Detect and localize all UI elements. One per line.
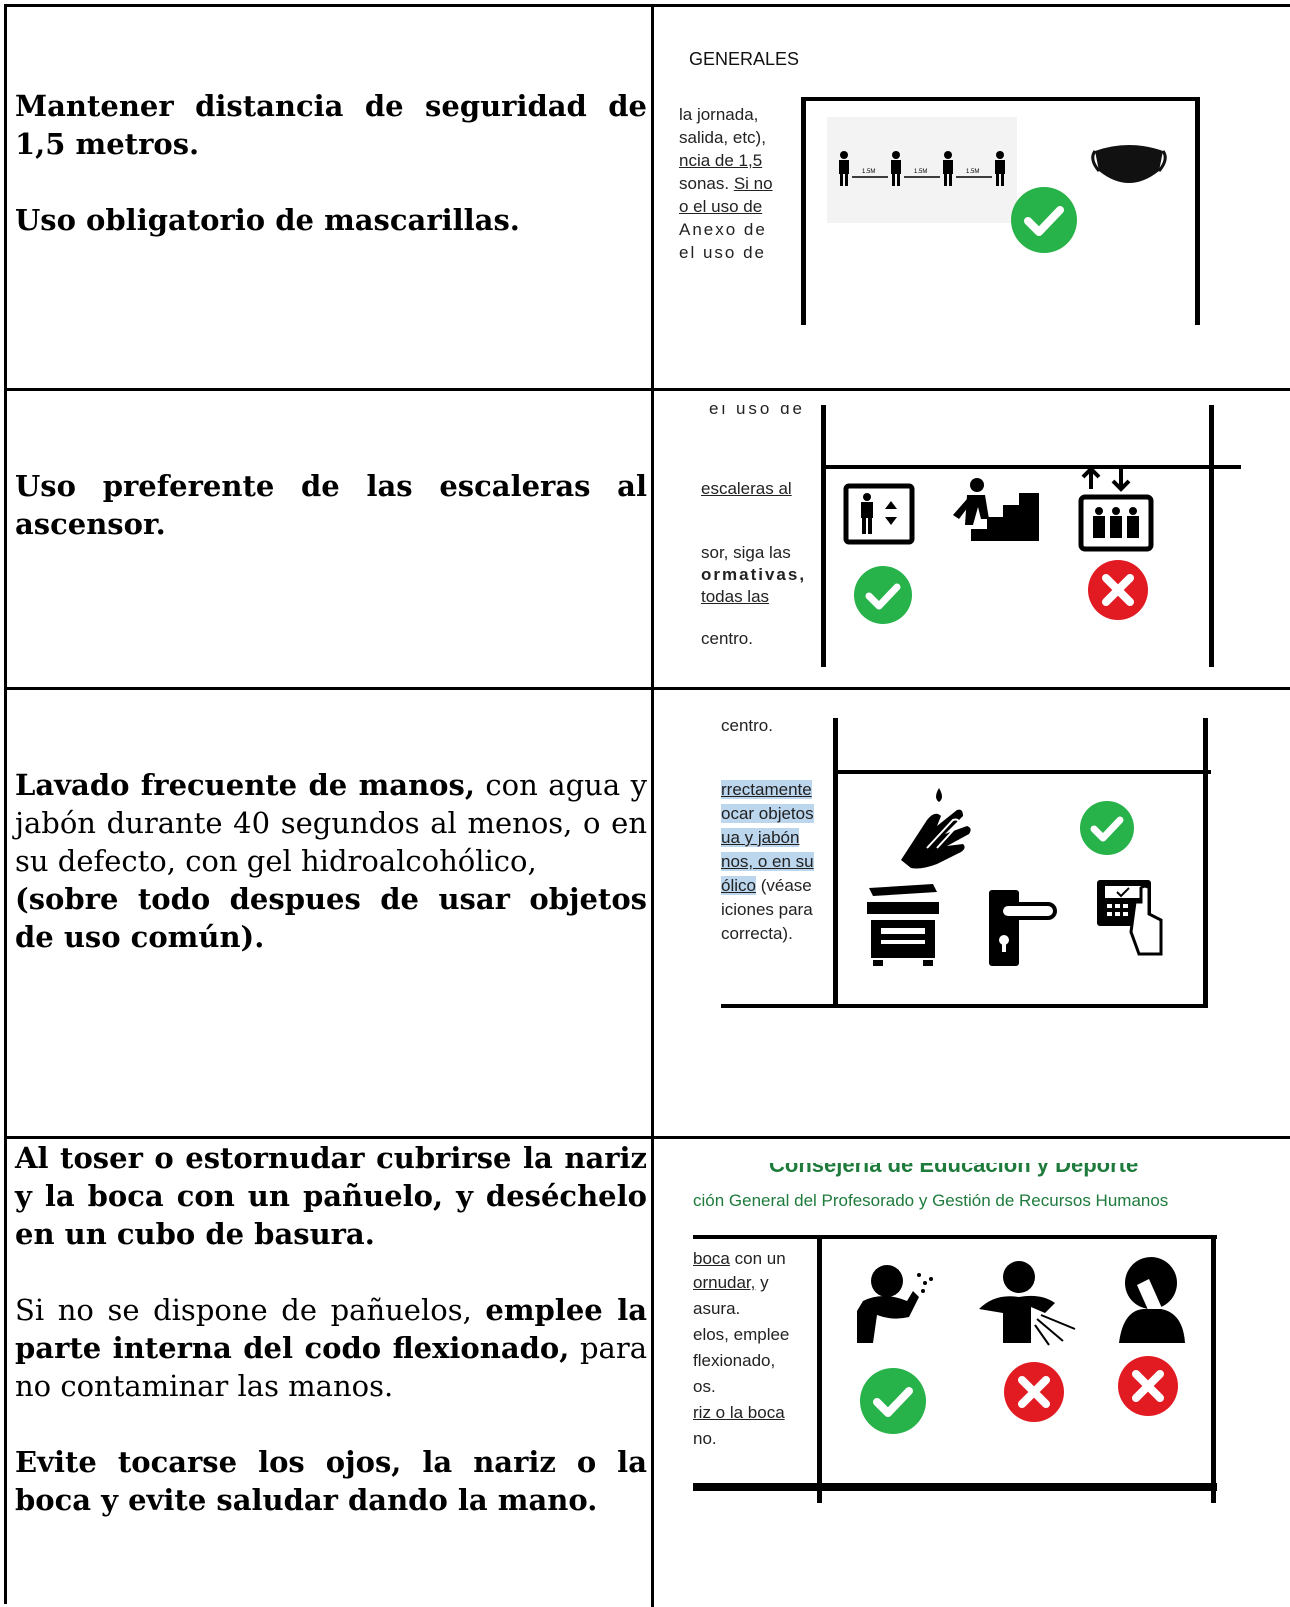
row4-screenshot: Consejería de Educación y Deporte ción G… — [693, 1163, 1241, 1503]
cough-open-icon — [979, 1261, 1076, 1346]
check-icon — [1011, 187, 1077, 253]
keypad-icon — [1097, 880, 1163, 956]
text-fragment: Si no — [733, 174, 773, 193]
text-fragment: la jornada, — [679, 105, 759, 124]
distance-rule: Mantener distancia de seguridad de 1,5 m… — [15, 89, 647, 161]
text-fragment: rrectamente — [721, 780, 812, 799]
column-divider — [651, 7, 654, 1607]
elevator-icon — [843, 483, 915, 545]
text-fragment: correcta). — [721, 924, 793, 943]
text-fragment: con un — [734, 1249, 786, 1268]
table-row: Mantener distancia de seguridad de 1,5 m… — [7, 7, 1290, 391]
table-row: Al toser o estornudar cubrirse la nariz … — [7, 1139, 1290, 1607]
generales-heading: GENERALES — [689, 49, 800, 69]
elbow-intro: Si no se dispone de pañuelos, — [15, 1293, 486, 1327]
table-row: Uso preferente de las escaleras al ascen… — [7, 391, 1290, 690]
text-fragment: os. — [693, 1377, 716, 1396]
check-icon — [860, 1368, 926, 1434]
text-fragment: riz o la boca — [693, 1403, 785, 1422]
text-fragment: boca — [693, 1249, 730, 1268]
text-fragment: ncia de 1,5 — [679, 151, 763, 170]
printer-icon — [867, 884, 939, 966]
text-fragment: elos, emplee — [693, 1325, 790, 1344]
text-fragment: centro. — [701, 629, 753, 648]
text-fragment: ua y jabón — [721, 828, 800, 847]
handwash-rule: Lavado frecuente de manos, — [15, 768, 475, 802]
text-fragment: Anexo de — [679, 220, 767, 239]
distance-label: 1.5M — [862, 169, 875, 175]
cough-hand-icon — [1119, 1257, 1185, 1343]
handwash-note: (sobre todo despues de usar objetos de u… — [15, 882, 647, 954]
text-fragment: el uso de — [709, 405, 805, 418]
handwash-detail: con agua y jabón durante 40 segundos al … — [15, 768, 647, 878]
text-fragment: todas las — [701, 587, 770, 606]
face-touch-rule: Evite tocarse los ojos, la nariz o la bo… — [15, 1445, 647, 1517]
text-fragment: no. — [693, 1429, 717, 1448]
row2-screenshot: el uso de escaleras al sor, siga las orm… — [701, 405, 1241, 675]
row2-text: Uso preferente de las escaleras al ascen… — [15, 467, 647, 543]
elbow-detail: para no contaminar las manos. — [15, 1331, 647, 1403]
direccion-header: ción General del Profesorado y Gestión d… — [693, 1191, 1169, 1210]
guidelines-table: Mantener distancia de seguridad de 1,5 m… — [4, 4, 1290, 1607]
cross-icon — [1088, 560, 1148, 620]
stairs-rule: Uso preferente de las escaleras al ascen… — [15, 469, 647, 541]
cough-rule: Al toser o estornudar cubrirse la nariz … — [15, 1141, 647, 1251]
mask-rule: Uso obligatorio de mascarillas. — [15, 203, 520, 237]
table-row: Lavado frecuente de manos, con agua y ja… — [7, 690, 1290, 1139]
text-fragment: asura. — [693, 1299, 741, 1318]
row1-text: Mantener distancia de seguridad de 1,5 m… — [15, 87, 647, 239]
row4-text: Al toser o estornudar cubrirse la nariz … — [15, 1139, 647, 1519]
distance-label: 1.5M — [914, 169, 927, 175]
text-fragment: nos, o en su — [721, 852, 814, 871]
text-fragment: sor, siga las — [701, 543, 791, 562]
text-fragment: o el uso de — [679, 197, 763, 216]
text-fragment: el uso de — [679, 243, 766, 262]
text-fragment: escaleras al — [701, 479, 792, 498]
text-fragment: ornudar, — [693, 1273, 756, 1292]
hand-washing-icon — [901, 788, 971, 869]
text-fragment: ólico — [721, 876, 756, 895]
text-fragment: y — [760, 1273, 769, 1292]
check-icon — [854, 566, 912, 624]
text-fragment: salida, etc), — [679, 128, 766, 147]
distance-label: 1.5M — [966, 169, 979, 175]
consejeria-header: Consejería de Educación y Deporte — [769, 1163, 1139, 1177]
check-icon — [1080, 801, 1134, 855]
text-fragment: sonas. — [679, 174, 730, 193]
row3-text: Lavado frecuente de manos, con agua y ja… — [15, 766, 647, 956]
people-distance-icon: 1.5M 1.5M 1.5M — [839, 151, 1005, 186]
text-fragment: (véase — [760, 876, 812, 895]
text-fragment: ocar objetos — [721, 804, 814, 823]
elbow-rule: emplee la parte interna del codo flexion… — [15, 1293, 647, 1365]
text-fragment: iciones para — [721, 900, 813, 919]
cross-icon — [1004, 1362, 1064, 1422]
stairs-icon — [953, 478, 1039, 541]
cross-icon — [1118, 1356, 1178, 1416]
cough-elbow-icon — [857, 1265, 933, 1343]
text-fragment: ormativas, — [701, 565, 807, 584]
door-handle-icon — [989, 890, 1057, 966]
row3-screenshot: centro. rrectamente ocar objetos ua y ja… — [721, 714, 1221, 1014]
row1-screenshot: GENERALES la jornada, salida, etc), ncia… — [679, 37, 1239, 337]
mask-icon — [1091, 145, 1167, 183]
text-fragment: centro. — [721, 716, 773, 735]
crowded-elevator-icon — [1078, 466, 1154, 552]
text-fragment: flexionado, — [693, 1351, 776, 1370]
